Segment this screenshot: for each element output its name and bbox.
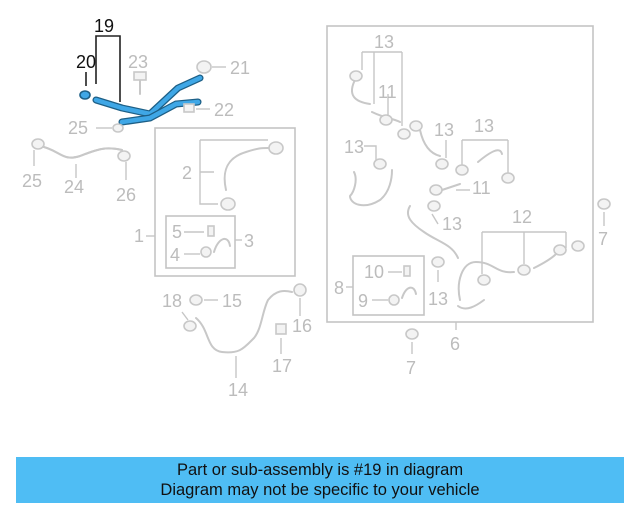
callout-8[interactable]: 8 [334,278,344,298]
callout-13-e[interactable]: 13 [442,214,462,234]
callout-25-top[interactable]: 25 [68,118,88,138]
callout-21[interactable]: 21 [230,58,250,78]
part-20-clamp[interactable] [79,90,91,100]
part-13-clamp-lower [431,256,445,282]
part-13-hose-left [349,145,393,207]
callout-6[interactable]: 6 [450,334,460,354]
callout-20[interactable]: 20 [76,52,96,72]
callout-13-b[interactable]: 13 [344,137,364,157]
parts-diagram: 19 20 23 21 22 25 25 24 26 1 2 3 [22,16,611,400]
callout-19[interactable]: 19 [94,16,114,36]
part-7-clamp-bottom [405,328,419,354]
info-banner: Part or sub-assembly is #19 in diagram D… [16,457,624,503]
part-24-hose [31,123,131,180]
assembly-6-box [326,25,594,323]
part-15-clip [189,294,218,306]
callout-14[interactable]: 14 [228,380,248,400]
callout-13-c[interactable]: 13 [434,120,454,140]
callout-7-bottom[interactable]: 7 [406,358,416,378]
part-19-pipe[interactable] [92,74,204,126]
callout-7-right[interactable]: 7 [598,229,608,249]
callout-17[interactable]: 17 [272,356,292,376]
part-21-clip [196,60,226,74]
banner-line-1: Part or sub-assembly is #19 in diagram [176,461,464,479]
part-10-clip [388,265,411,277]
part-17-bolt [275,323,287,354]
callout-16[interactable]: 16 [292,316,312,336]
part-13-hose-top [349,51,411,140]
part-2-hose [199,139,284,211]
callout-13-d[interactable]: 13 [474,116,494,136]
callout-23[interactable]: 23 [128,52,148,72]
part-14-hose [195,283,307,378]
callout-3[interactable]: 3 [244,231,254,251]
assembly-8-box [352,255,425,316]
part-5-clip [184,225,215,237]
part-4-seal [184,237,231,258]
callout-19-leaders [85,35,121,102]
callout-1[interactable]: 1 [134,226,144,246]
callout-15[interactable]: 15 [222,291,242,311]
part-13-hose-mid [409,120,449,170]
part-22-bolt [183,103,210,113]
banner-line-2: Diagram may not be specific to your vehi… [160,480,480,499]
callout-4[interactable]: 4 [170,245,180,265]
part-7-clamp-right [597,198,611,226]
callout-13-f[interactable]: 13 [428,289,448,309]
callout-24[interactable]: 24 [64,177,84,197]
callout-12[interactable]: 12 [512,207,532,227]
callout-2[interactable]: 2 [182,163,192,183]
part-13-hose-lower [406,200,459,259]
callout-11-a[interactable]: 11 [378,82,397,102]
part-9-seal [372,286,417,306]
assembly-1-box [154,127,296,277]
part-13-connector [429,139,515,196]
callout-25-bottom[interactable]: 25 [22,171,42,191]
callout-9[interactable]: 9 [358,291,368,311]
callout-10[interactable]: 10 [364,262,384,282]
callout-22[interactable]: 22 [214,100,234,120]
assembly-3-box [165,215,236,269]
callout-5[interactable]: 5 [172,222,182,242]
callout-11-b[interactable]: 11 [472,178,491,198]
part-23-bolt [133,71,147,95]
callout-13-a[interactable]: 13 [374,32,394,52]
callout-26[interactable]: 26 [116,185,136,205]
part-18-clamp [181,311,197,332]
callout-18[interactable]: 18 [162,291,182,311]
part-12-hose [457,231,585,310]
